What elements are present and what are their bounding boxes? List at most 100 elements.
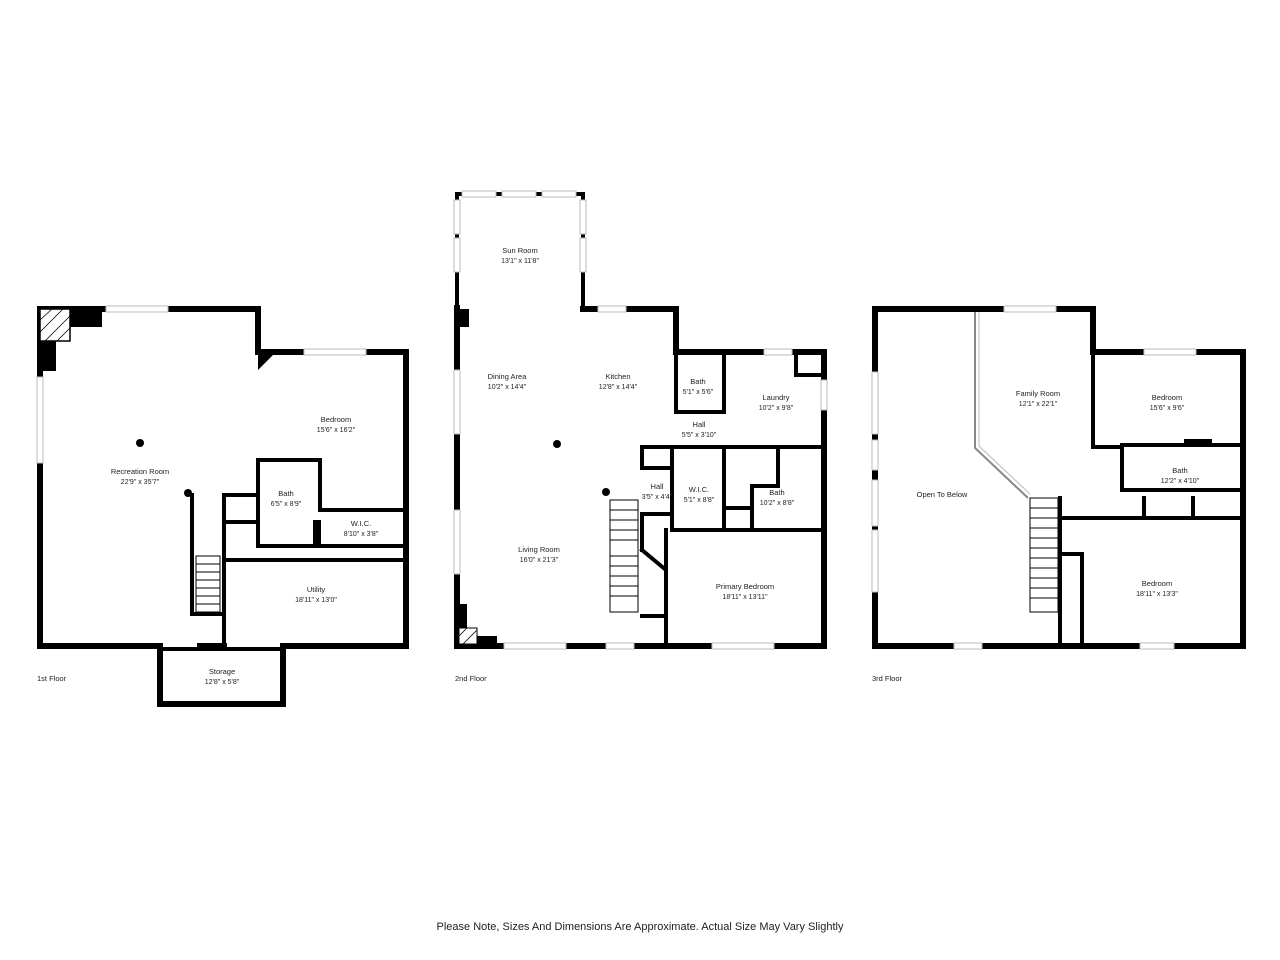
- window: [763, 348, 793, 356]
- room-label: Bath: [769, 488, 784, 497]
- window: [605, 642, 635, 650]
- room-label: Bedroom: [1152, 393, 1182, 402]
- wall: [670, 445, 726, 532]
- wall: [872, 306, 1246, 649]
- room-dimensions: 10'2" x 8'8": [760, 500, 795, 507]
- room-label: Hall: [693, 420, 706, 429]
- room-label: Family Room: [1016, 389, 1060, 398]
- window: [953, 642, 983, 650]
- window: [579, 199, 587, 235]
- wall: [722, 445, 826, 532]
- third-floor-plan: Family Room 12'1" x 22'1" Bedroom 15'6" …: [871, 305, 1246, 683]
- wall: [454, 305, 827, 649]
- window: [453, 237, 461, 273]
- staircase: [1029, 497, 1059, 613]
- room-dimensions: 12'8" x 5'8": [205, 679, 240, 686]
- room-label: Recreation Room: [111, 467, 169, 476]
- room-label: Living Room: [518, 545, 560, 554]
- room-label: Primary Bedroom: [716, 582, 774, 591]
- window: [503, 642, 567, 650]
- wall: [157, 643, 286, 707]
- room-label: Open To Below: [917, 490, 968, 499]
- window: [711, 642, 775, 650]
- room-label: Bath: [1172, 466, 1187, 475]
- room-dimensions: 18'11" x 13'11": [722, 594, 768, 601]
- room-dimensions: 12'1" x 22'1": [1019, 401, 1058, 408]
- wall: [256, 458, 322, 548]
- room-dimensions: 10'2" x 9'8": [759, 405, 794, 412]
- room-dimensions: 12'8" x 14'4": [599, 384, 638, 391]
- wall: [1058, 552, 1084, 648]
- first-floor-plan: Recreation Room 22'9" x 35'7" Bedroom 15…: [36, 305, 409, 707]
- window: [871, 439, 879, 471]
- window: [453, 199, 461, 235]
- wall: [794, 350, 826, 377]
- room-dimensions: 13'1" x 11'8": [501, 258, 539, 265]
- window: [871, 371, 879, 435]
- fireplace: [39, 308, 71, 342]
- window: [1139, 642, 1175, 650]
- window: [1003, 305, 1057, 313]
- chimney-block: [70, 309, 102, 327]
- room-dimensions: 3'5" x 4'4": [642, 494, 673, 501]
- window: [1143, 348, 1197, 356]
- room-dimensions: 12'2" x 4'10": [1161, 478, 1200, 485]
- room-dimensions: 18'11" x 13'0": [295, 597, 337, 604]
- room-dimensions: 22'9" x 35'7": [121, 479, 160, 486]
- room-dimensions: 16'0" x 21'3": [520, 557, 559, 564]
- window: [579, 237, 587, 273]
- railing: [974, 312, 1029, 499]
- room-label: Laundry: [762, 393, 789, 402]
- window: [453, 369, 461, 435]
- room-label: Storage: [209, 667, 235, 676]
- floor-label: 3rd Floor: [872, 674, 903, 683]
- room-label: Dining Area: [488, 372, 528, 381]
- room-dimensions: 8'10" x 3'8": [344, 531, 379, 538]
- room-dimensions: 5'1" x 8'8": [684, 497, 715, 504]
- room-dimensions: 15'6" x 9'6": [1150, 405, 1185, 412]
- floor-label: 2nd Floor: [455, 674, 487, 683]
- room-label: Utility: [307, 585, 326, 594]
- floor-label: 1st Floor: [37, 674, 67, 683]
- room-label: Bath: [278, 489, 293, 498]
- room-label: Bath: [690, 377, 705, 386]
- window: [820, 379, 828, 411]
- room-label: W.I.C.: [351, 519, 371, 528]
- window: [461, 190, 497, 198]
- window: [105, 305, 169, 313]
- room-dimensions: 18'11" x 13'3": [1136, 591, 1178, 598]
- room-dimensions: 6'5" x 8'9": [271, 501, 302, 508]
- second-floor-plan: Sun Room 13'1" x 11'8" Dining Area 10'2"…: [453, 190, 828, 683]
- chimney-block: [40, 341, 56, 371]
- wall: [640, 445, 672, 470]
- window: [871, 479, 879, 527]
- window: [871, 529, 879, 593]
- staircase: [609, 499, 639, 613]
- window: [453, 509, 461, 575]
- wall: [1120, 443, 1245, 492]
- wall: [674, 350, 726, 414]
- window: [597, 305, 627, 313]
- room-label: W.I.C.: [689, 485, 709, 494]
- staircase: [195, 555, 221, 613]
- wall: [190, 493, 226, 616]
- window: [501, 190, 537, 198]
- wall: [256, 458, 322, 512]
- room-label: Bedroom: [1142, 579, 1172, 588]
- room-label: Sun Room: [502, 246, 537, 255]
- wall: [1091, 350, 1124, 449]
- room-dimensions: 5'5" x 3'10": [682, 432, 717, 439]
- wall: [639, 547, 668, 612]
- room-dimensions: 5'1" x 5'6": [683, 389, 714, 396]
- room-label: Kitchen: [605, 372, 630, 381]
- window: [36, 376, 44, 464]
- room-label: Hall: [651, 482, 664, 491]
- room-dimensions: 15'6" x 16'2": [317, 427, 356, 434]
- room-dimensions: 10'2" x 14'4": [488, 384, 527, 391]
- window: [303, 348, 367, 356]
- wall: [37, 306, 161, 649]
- window: [541, 190, 577, 198]
- room-label: Bedroom: [321, 415, 351, 424]
- disclaimer-note: Please Note, Sizes And Dimensions Are Ap…: [436, 921, 844, 933]
